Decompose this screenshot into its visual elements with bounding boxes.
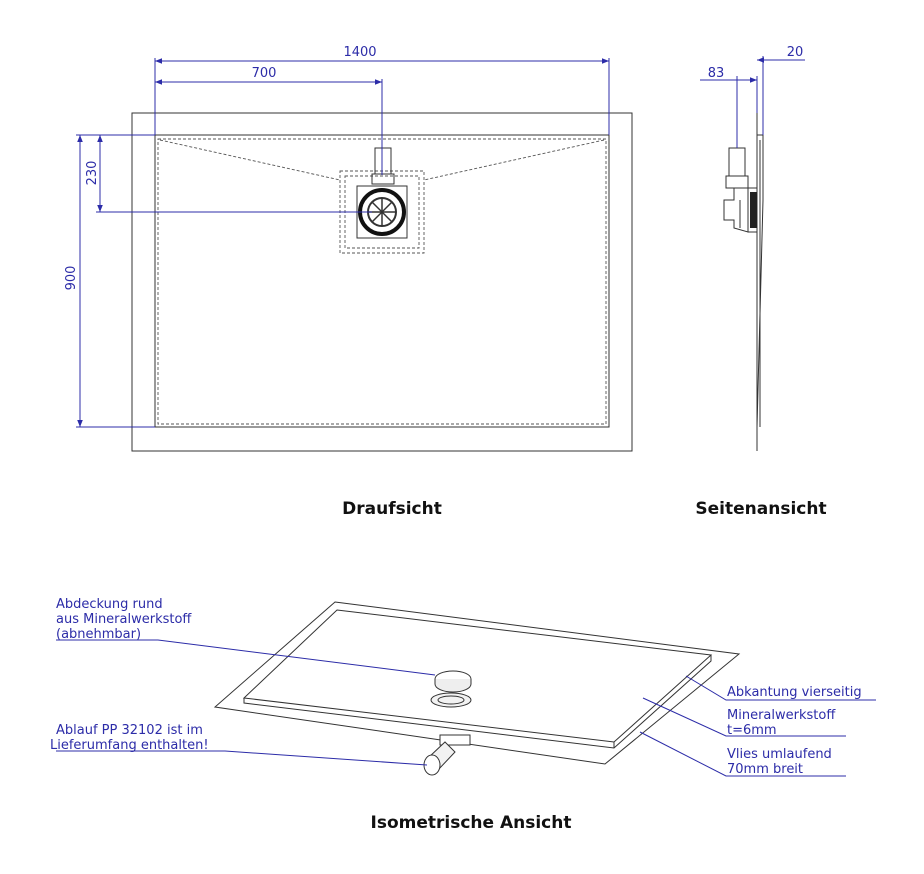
side-view: 83 20 Seitenansicht [695,45,826,519]
note-material: Mineralwerkstoff t=6mm [727,708,839,738]
dimension-width-half: 700 [155,66,383,175]
slope-line-right [423,139,605,181]
note-material-line2: t=6mm [727,723,777,738]
dimension-side-depth: 83 [700,66,758,148]
note-cover: Abdeckung rund aus Mineralwerkstoff (abn… [56,597,196,642]
note-cover-line2: aus Mineralwerkstoff [56,612,192,627]
iso-view: Abdeckung rund aus Mineralwerkstoff (abn… [50,597,876,833]
note-edge: Abkantung vierseitig [727,685,862,700]
drain-grate-icon [368,198,396,226]
note-edge-line1: Abkantung vierseitig [727,685,862,700]
dim-83-label: 83 [708,66,725,81]
note-cover-line3: (abnehmbar) [56,627,141,642]
dim-230-label: 230 [85,161,100,186]
note-fleece-line1: Vlies umlaufend [727,747,832,762]
iso-tray-top [242,609,713,743]
slope-line-left [159,139,341,181]
dim-700-label: 700 [252,66,277,81]
tray-inner-outline [154,134,610,428]
note-fleece: Vlies umlaufend 70mm breit [727,747,836,777]
dimension-height-total: 900 [64,134,155,428]
top-view-title: Draufsicht [342,499,442,519]
dimension-side-thickness: 20 [757,45,805,135]
side-drain-icon [723,147,758,233]
note-material-line1: Mineralwerkstoff [727,708,836,723]
dim-20-label: 20 [787,45,804,60]
note-fleece-line2: 70mm breit [727,762,803,777]
drain-pipe-collar [371,173,395,185]
iso-view-title: Isometrische Ansicht [371,813,572,833]
note-drain: Ablauf PP 32102 ist im Lieferumfang enth… [50,723,209,753]
note-drain-line2: Lieferumfang enthalten! [50,738,209,753]
dim-1400-label: 1400 [343,45,376,60]
dimension-drain-offset: 230 [85,135,372,213]
side-view-title: Seitenansicht [695,499,826,519]
note-drain-line1: Ablauf PP 32102 ist im [56,723,203,738]
top-view: 1400 700 900 230 Draufsicht [64,45,633,519]
leader-lines [56,639,876,777]
dimension-width-total: 1400 [154,45,610,135]
dim-900-label: 900 [64,266,79,291]
iso-drain-pipe-icon [423,734,471,776]
note-cover-line1: Abdeckung rund [56,597,163,612]
tray-inner-dashed [157,138,607,425]
drain-pipe-top [374,147,392,175]
iso-fleece-outline [213,601,741,765]
iso-drain-opening-icon [430,692,472,708]
iso-cover-icon [434,670,472,693]
